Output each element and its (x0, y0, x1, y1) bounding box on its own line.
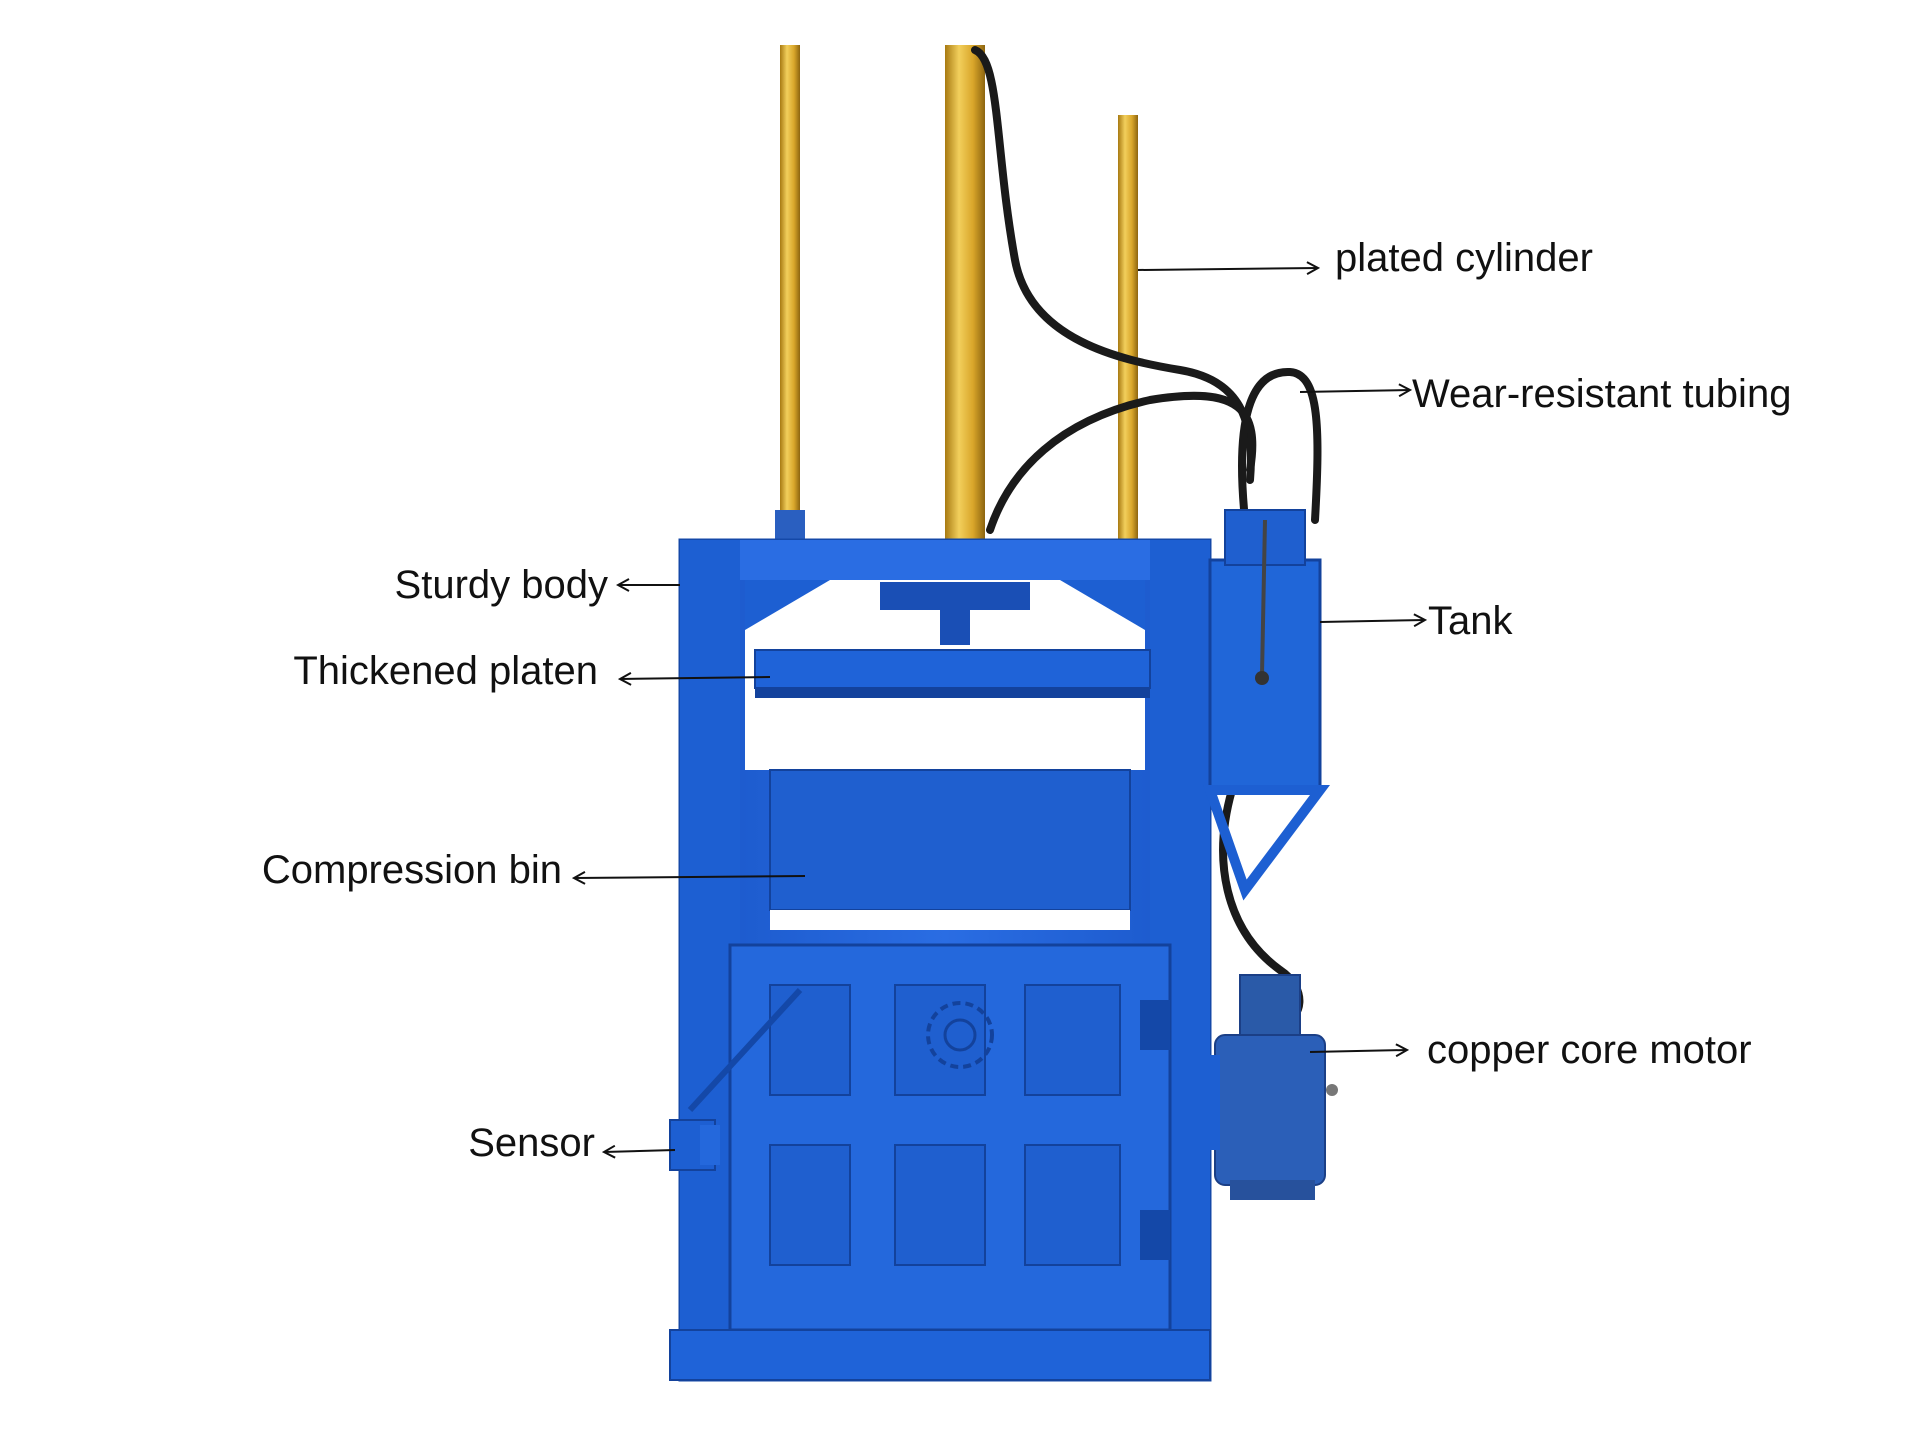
copper-core-motor (1190, 974, 1338, 1200)
arrow-copper-core-motor (1309, 1050, 1407, 1052)
label-wear-resistant-tubing: Wear-resistant tubing (1412, 372, 1792, 416)
base-skid (669, 1329, 1211, 1381)
thickened-platen (754, 649, 1151, 698)
arrow-wear-resistant-tubing (1299, 390, 1410, 392)
arrow-thickened-platen (620, 677, 771, 679)
label-plated-cylinder: plated cylinder (1335, 236, 1593, 280)
tank (1202, 509, 1330, 901)
sensor (669, 1119, 720, 1171)
plated-cylinders (775, 45, 1138, 545)
label-copper-core-motor: copper core motor (1427, 1028, 1752, 1072)
center-cylinder-rod (945, 45, 985, 545)
arrow-plated-cylinder (1137, 268, 1318, 270)
compression-bin (745, 730, 1145, 930)
left-cylinder-rod (780, 45, 800, 535)
front-door (687, 943, 1172, 1332)
callout-arrows (574, 268, 1425, 1152)
logo-emblem (926, 1001, 994, 1069)
label-thickened-platen: Thickened platen (293, 649, 598, 693)
arrow-compression-bin (574, 876, 806, 878)
label-sturdy-body: Sturdy body (394, 563, 608, 607)
label-compression-bin: Compression bin (261, 848, 562, 892)
arrow-tank (1319, 620, 1425, 622)
label-sensor: Sensor (468, 1121, 595, 1165)
left-cylinder-base (775, 510, 805, 540)
arrow-sensor (604, 1150, 676, 1152)
right-cylinder-rod (1118, 115, 1138, 545)
label-tank: Tank (1428, 599, 1513, 643)
